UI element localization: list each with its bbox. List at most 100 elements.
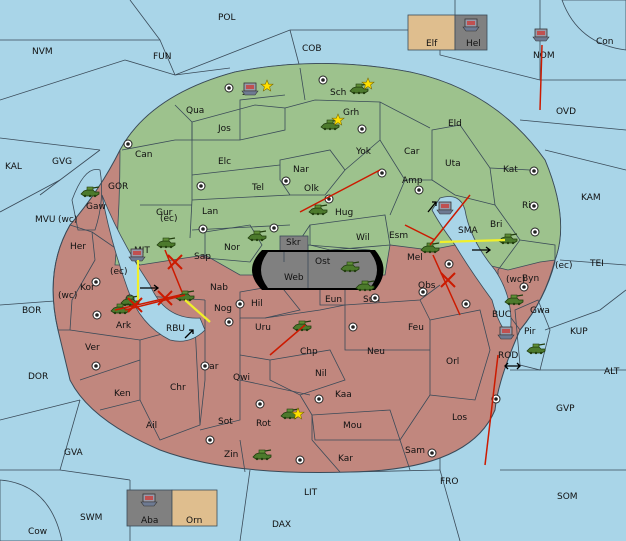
province-label-dor: DOR: [28, 372, 48, 382]
fleet-icon[interactable]: [241, 82, 259, 96]
province-label-tei: TEI: [589, 259, 604, 269]
province-label-con: Con: [596, 37, 614, 47]
supply-center-icon: [357, 124, 367, 134]
province-gaw[interactable]: [71, 168, 103, 231]
fleet-icon: [140, 493, 158, 507]
province-label-qua: Qua: [186, 106, 204, 116]
province-label-sap: Sap: [194, 252, 211, 262]
province-label-skr: Skr: [286, 238, 301, 248]
province-nil[interactable]: [269, 349, 346, 396]
province-label-hil: Hil: [251, 299, 263, 309]
supply-center-icon: [314, 394, 324, 404]
move-arrow: [164, 249, 183, 293]
supply-center-icon: [370, 293, 380, 303]
province-her[interactable]: [52, 224, 96, 331]
province-label-byn: Byn: [522, 274, 539, 284]
province-label-gaw: Gaw: [86, 202, 106, 212]
province-label-chr: Chr: [170, 383, 186, 393]
province-label-bar: Bar: [203, 362, 219, 372]
province-label-cob: COB: [302, 44, 322, 54]
province-label-rod: ROD: [498, 351, 518, 361]
supply-center-icon: [295, 455, 305, 465]
province-label-pir: Pir: [524, 327, 536, 337]
province-label-zin: Zin: [224, 450, 238, 460]
province-nar-olk[interactable]: [279, 149, 346, 196]
province-orl[interactable]: [429, 309, 491, 401]
province-label-car: Car: [404, 147, 420, 157]
province-label-sot: Sot: [218, 417, 233, 427]
province-label-qwi: Qwi: [233, 373, 250, 383]
supply-center-icon: [123, 139, 133, 149]
province-web-ost[interactable]: [261, 252, 377, 288]
province-label-orl: Orl: [446, 357, 459, 367]
move-arrow: [299, 169, 381, 213]
province-label-nom: NOM: [533, 51, 555, 61]
province-label-mou: Mou: [343, 421, 362, 431]
province-label-ver: Ver: [85, 343, 100, 353]
province-label-neu: Neu: [367, 347, 385, 357]
province-label-sch: Sch: [330, 88, 346, 98]
move-arrow: [124, 294, 186, 311]
province-label-bri: Bri: [490, 220, 502, 230]
move-arrow: [404, 224, 436, 241]
province-orn[interactable]: [171, 489, 218, 527]
supply-center-icon: [200, 361, 210, 371]
province-label-kaa: Kaa: [335, 390, 352, 400]
supply-center-icon: [348, 322, 358, 332]
province-label-ec: (ec): [160, 214, 178, 224]
province-label-pol: POL: [218, 13, 236, 23]
province-label-wil: Wil: [356, 233, 370, 243]
province-elf[interactable]: [407, 14, 456, 51]
province-label-mel: Mel: [407, 253, 423, 263]
province-wil[interactable]: [309, 214, 391, 251]
province-label-feu: Feu: [408, 323, 424, 333]
province-label-gwa: Gwa: [530, 306, 550, 316]
province-label-hel: Hel: [466, 39, 481, 49]
province-label-gva: GVA: [64, 448, 84, 458]
province-label-sma: SMA: [458, 226, 478, 236]
supply-center-icon: [427, 448, 437, 458]
province-nor[interactable]: [204, 224, 263, 263]
supply-center-icon: [269, 223, 279, 233]
supply-center-icon: [235, 299, 245, 309]
province-label-wc: (wc): [58, 291, 77, 301]
province-label-rbu: RBU: [166, 324, 185, 334]
province-label-kup: KUP: [570, 327, 588, 337]
province-label-her: Her: [70, 242, 86, 252]
province-label-ec: (ec): [555, 261, 573, 271]
province-label-rot: Rot: [256, 419, 271, 429]
move-arrow: [429, 194, 471, 246]
province-label-dax: DAX: [272, 520, 291, 530]
province-byn[interactable]: [497, 239, 556, 331]
province-label-kal: KAL: [5, 162, 22, 172]
province-label-hug: Hug: [335, 208, 353, 218]
fleet-icon[interactable]: [436, 201, 454, 215]
retreat-arrow-icon: [472, 246, 492, 254]
province-label-nil: Nil: [315, 369, 327, 379]
support-line: [439, 238, 506, 244]
retreat-arrow-icon: [140, 284, 160, 292]
province-label-orn: Orn: [186, 516, 202, 526]
province-label-gvp: GVP: [556, 404, 575, 414]
province-label-nor: Nor: [224, 243, 240, 253]
province-label-los: Los: [452, 413, 467, 423]
province-label-som: SOM: [557, 492, 578, 502]
fleet-icon[interactable]: [128, 248, 146, 262]
province-label-gvg: GVG: [52, 157, 72, 167]
province-label-nar: Nar: [293, 165, 309, 175]
fleet-icon[interactable]: [532, 28, 550, 42]
province-label-fun: FUN: [153, 52, 172, 62]
fleet-icon[interactable]: [497, 326, 515, 340]
province-label-jos: Jos: [217, 124, 231, 134]
province-label-ken: Ken: [114, 389, 131, 399]
retreat-arrow-icon: [504, 362, 521, 370]
province-label-wc: (wc): [58, 215, 77, 225]
supply-center-icon: [529, 166, 539, 176]
province-label-elc: Elc: [218, 157, 231, 167]
province-label-yok: Yok: [355, 147, 372, 157]
supply-center-icon: [255, 399, 265, 409]
move-arrow: [484, 354, 499, 466]
supply-center-icon: [92, 310, 102, 320]
